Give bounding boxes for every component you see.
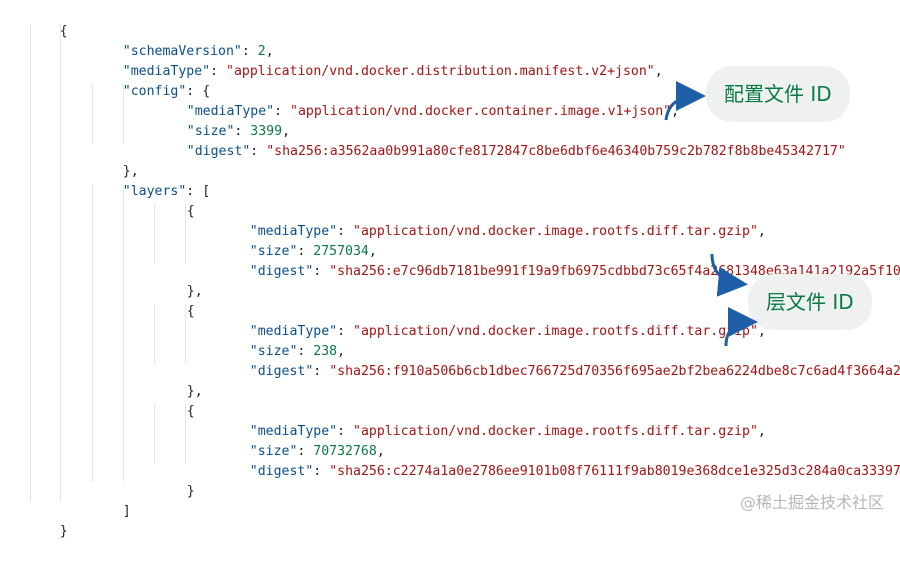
code-line-config-media-type: "mediaType": "application/vnd.docker.con… xyxy=(186,104,680,119)
json-string: "sha256:e7c96db7181be991f19a9fb6975cdbbd… xyxy=(329,264,900,279)
code-line-layer-open: { xyxy=(155,382,195,419)
json-key: "digest" xyxy=(249,364,314,379)
code-line-layer-media-type: "mediaType": "application/vnd.docker.ima… xyxy=(249,324,766,339)
indent-guide xyxy=(60,24,61,502)
code-line-layer-media-type: "mediaType": "application/vnd.docker.ima… xyxy=(249,424,766,439)
code-line-config-size: "size": 3399, xyxy=(186,124,291,139)
json-key: "mediaType" xyxy=(249,324,338,339)
json-number: 2757034 xyxy=(313,244,369,259)
code-line-open: { xyxy=(28,2,68,39)
code-line-layer-media-type: "mediaType": "application/vnd.docker.ima… xyxy=(249,224,766,239)
close-brace: }, xyxy=(186,384,203,399)
json-key: "digest" xyxy=(249,464,314,479)
code-line-layer-open: { xyxy=(155,182,195,219)
json-string: "application/vnd.docker.distribution.man… xyxy=(226,64,655,79)
watermark-text: @稀土掘金技术社区 xyxy=(739,493,884,512)
code-line-config-close: }, xyxy=(91,142,139,179)
layer-id-callout: 层文件 ID xyxy=(748,274,872,330)
json-string: "sha256:f910a506b6cb1dbec766725d70356f69… xyxy=(329,364,900,379)
json-string: "application/vnd.docker.container.image.… xyxy=(290,104,672,119)
indent-guide xyxy=(92,84,93,144)
code-line-layer-close: }, xyxy=(155,262,203,299)
code-line-schema-version: "schemaVersion": 2, xyxy=(122,44,274,59)
indent-guide xyxy=(123,184,124,482)
json-key: "layers" xyxy=(122,184,187,199)
code-line-layer-close: } xyxy=(155,462,195,499)
code-line-layer-size: "size": 2757034, xyxy=(249,244,377,259)
close-brace: } xyxy=(186,484,195,499)
code-line-layer-open: { xyxy=(155,282,195,319)
json-key: "size" xyxy=(249,344,298,359)
close-brace: } xyxy=(59,524,68,539)
open-brace: { xyxy=(186,304,195,319)
code-line-config-digest: "digest": "sha256:a3562aa0b991a80cfe8172… xyxy=(186,144,846,159)
json-key: "size" xyxy=(249,444,298,459)
code-line-layer-digest: "digest": "sha256:f910a506b6cb1dbec76672… xyxy=(218,342,900,379)
json-key: "digest" xyxy=(249,264,314,279)
json-key: "digest" xyxy=(186,144,251,159)
json-number: 2 xyxy=(257,44,266,59)
code-line-layer-size: "size": 238, xyxy=(249,344,346,359)
open-brace: { xyxy=(186,404,195,419)
json-number: 3399 xyxy=(250,124,283,139)
indent-guide xyxy=(154,304,155,364)
json-string: "application/vnd.docker.image.rootfs.dif… xyxy=(353,424,758,439)
open-brace: { xyxy=(202,84,211,99)
json-number: 238 xyxy=(313,344,338,359)
json-key: "schemaVersion" xyxy=(122,44,242,59)
code-line-config-open: "config": { xyxy=(122,84,211,99)
code-line-layers-open: "layers": [ xyxy=(122,184,211,199)
code-line-layer-close: }, xyxy=(155,362,203,399)
code-line-layer-digest: "digest": "sha256:e7c96db7181be991f19a9f… xyxy=(218,242,900,279)
code-line-media-type: "mediaType": "application/vnd.docker.dis… xyxy=(122,64,663,79)
json-key: "mediaType" xyxy=(249,224,338,239)
close-brace: }, xyxy=(122,164,139,179)
open-bracket: [ xyxy=(202,184,211,199)
json-key: "mediaType" xyxy=(186,104,275,119)
code-line-close: } xyxy=(28,502,68,539)
json-string: "sha256:a3562aa0b991a80cfe8172847c8be6db… xyxy=(266,144,846,159)
open-brace: { xyxy=(59,24,68,39)
config-id-callout: 配置文件 ID xyxy=(706,66,850,122)
code-line-layer-size: "size": 70732768, xyxy=(249,444,385,459)
code-line-layers-close: ] xyxy=(91,482,131,519)
json-string: "application/vnd.docker.image.rootfs.dif… xyxy=(353,324,758,339)
json-key: "size" xyxy=(186,124,235,139)
json-key: "size" xyxy=(249,244,298,259)
indent-guide xyxy=(92,184,93,482)
code-line-layer-digest: "digest": "sha256:c2274a1a0e2786ee9101b0… xyxy=(218,442,900,479)
close-brace: }, xyxy=(186,284,203,299)
indent-guide xyxy=(185,204,186,264)
json-string: "sha256:c2274a1a0e2786ee9101b08f76111f9a… xyxy=(329,464,900,479)
close-bracket: ] xyxy=(122,504,131,519)
indent-guide xyxy=(30,24,31,502)
json-key: "mediaType" xyxy=(249,424,338,439)
indent-guide xyxy=(123,84,124,144)
json-number: 70732768 xyxy=(313,444,377,459)
json-key: "config" xyxy=(122,84,187,99)
json-string: "application/vnd.docker.image.rootfs.dif… xyxy=(353,224,758,239)
open-brace: { xyxy=(186,204,195,219)
json-key: "mediaType" xyxy=(122,64,211,79)
indent-guide xyxy=(154,204,155,264)
indent-guide xyxy=(154,404,155,464)
indent-guide xyxy=(185,304,186,364)
json-code-view: { "schemaVersion": 2, "mediaType": "appl… xyxy=(28,2,900,539)
indent-guide xyxy=(185,404,186,464)
